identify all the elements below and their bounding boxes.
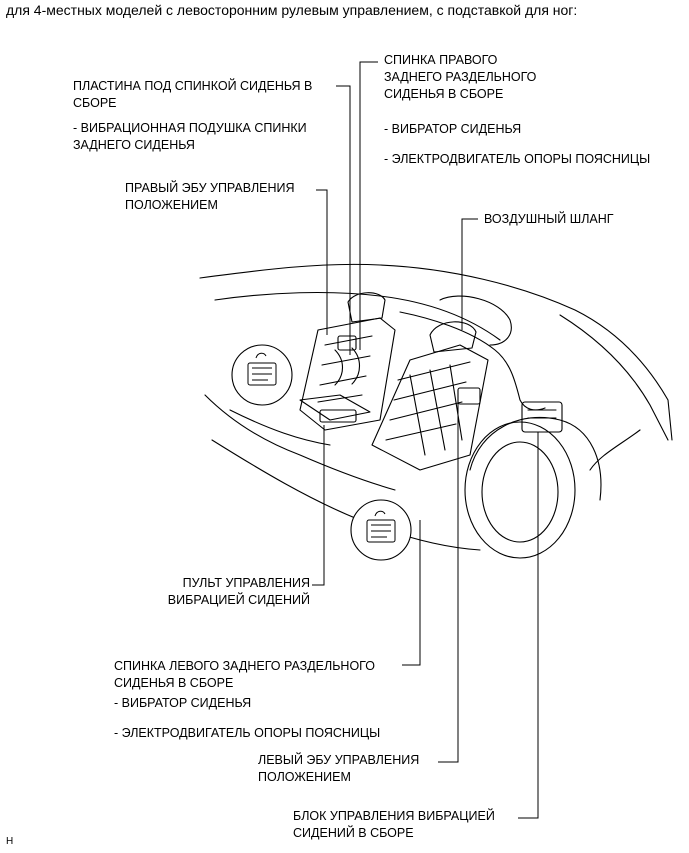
vibration-switch-part bbox=[319, 409, 357, 423]
label-right-ecu: ПРАВЫЙ ЭБУ УПРАВЛЕНИЯ ПОЛОЖЕНИЕМ bbox=[125, 181, 295, 212]
leader-rear-plate bbox=[336, 85, 351, 355]
leader-left-seatback bbox=[402, 520, 421, 666]
label-left-seatback: СПИНКА ЛЕВОГО ЗАДНЕГО РАЗДЕЛЬНОГО СИДЕНЬ… bbox=[114, 659, 375, 690]
car-roof-outline bbox=[199, 263, 673, 441]
left-ecu-part bbox=[457, 387, 481, 405]
car-door-line bbox=[204, 394, 396, 491]
vibration-ecu-part bbox=[521, 401, 563, 433]
car-side-lower bbox=[589, 429, 641, 471]
leader-left-ecu bbox=[438, 400, 459, 763]
label-right-lumbar-motor: - ЭЛЕКТРОДВИГАТЕЛЬ ОПОРЫ ПОЯСНИЦЫ bbox=[384, 152, 651, 166]
car-rear-window bbox=[214, 291, 501, 341]
right-seatback-frame bbox=[299, 317, 396, 431]
label-left-vibrator: - ВИБРАТОР СИДЕНЬЯ bbox=[114, 696, 252, 710]
leader-right-seatback bbox=[359, 61, 378, 350]
car-floor-left bbox=[229, 409, 331, 446]
leader-air-hose bbox=[461, 218, 478, 330]
label-vibration-switch: ПУЛЬТ УПРАВЛЕНИЯ ВИБРАЦИЕЙ СИДЕНИЙ bbox=[167, 576, 310, 607]
inset-circle-lower bbox=[350, 499, 412, 561]
front-seat-outline bbox=[439, 295, 512, 346]
figure-code: H bbox=[6, 836, 14, 847]
right-ecu-part bbox=[337, 335, 357, 351]
leader-vibration-ecu bbox=[518, 432, 539, 819]
right-headrest bbox=[347, 292, 386, 323]
car-sill bbox=[211, 439, 481, 551]
label-left-lumbar-motor: - ЭЛЕКТРОДВИГАТЕЛЬ ОПОРЫ ПОЯСНИЦЫ bbox=[114, 726, 381, 740]
label-rear-plate-cushion: - ВИБРАЦИОННАЯ ПОДУШКА СПИНКИ ЗАДНЕГО СИ… bbox=[73, 121, 307, 152]
label-right-vibrator: - ВИБРАТОР СИДЕНЬЯ bbox=[384, 122, 522, 136]
label-rear-plate-assy: ПЛАСТИНА ПОД СПИНКОЙ СИДЕНЬЯ В СБОРЕ bbox=[73, 79, 313, 110]
air-hose-line bbox=[399, 311, 546, 411]
left-seatback-frame bbox=[371, 344, 489, 471]
car-rear-deck bbox=[559, 314, 669, 441]
leader-right-ecu bbox=[316, 189, 328, 335]
label-air-hose: ВОЗДУШНЫЙ ШЛАНГ bbox=[484, 212, 614, 226]
label-left-ecu: ЛЕВЫЙ ЭБУ УПРАВЛЕНИЯ ПОЛОЖЕНИЕМ bbox=[258, 753, 420, 784]
rear-wheel-inner bbox=[481, 441, 559, 543]
page-header: для 4-местных моделей с левосторонним ру… bbox=[6, 2, 578, 18]
left-headrest bbox=[429, 321, 477, 353]
inset-circle-upper bbox=[231, 344, 293, 406]
rear-wheel bbox=[464, 421, 576, 559]
label-right-seatback: СПИНКА ПРАВОГО ЗАДНЕГО РАЗДЕЛЬНОГО СИДЕН… bbox=[384, 53, 537, 101]
wheel-arch bbox=[469, 416, 602, 501]
label-vibration-ecu: БЛОК УПРАВЛЕНИЯ ВИБРАЦИЕЙ СИДЕНИЙ В СБОР… bbox=[293, 809, 495, 840]
leader-vibration-switch bbox=[312, 425, 325, 586]
